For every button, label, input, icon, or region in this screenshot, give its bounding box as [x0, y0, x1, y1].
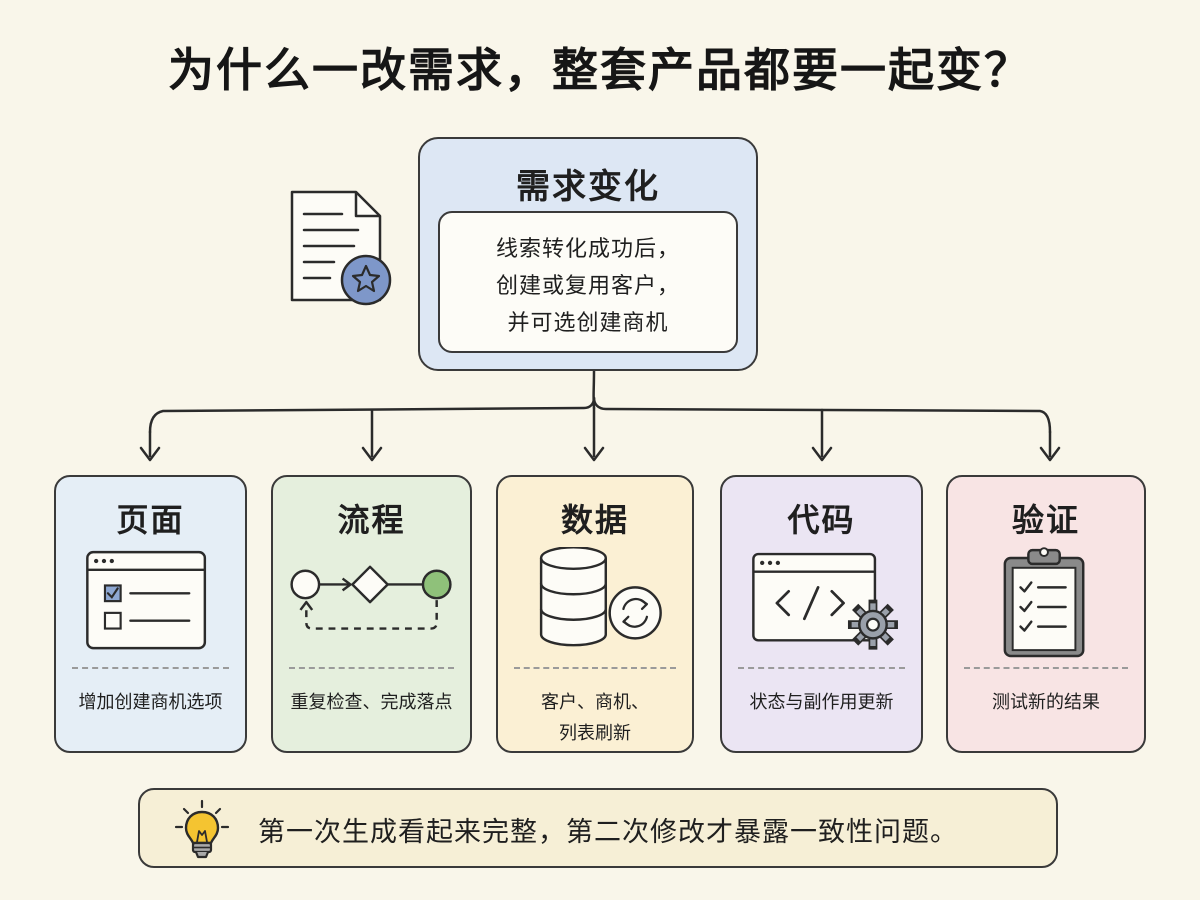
card-process: 流程 重复检查、完成落点 — [271, 475, 472, 753]
insight-text: 第一次生成看起来完整，第二次修改才暴露一致性问题。 — [258, 817, 958, 848]
form-checkbox-icon — [86, 550, 207, 650]
card-description: 增加创建商机选项 — [64, 687, 237, 718]
document-star-icon — [290, 190, 392, 306]
central-description: 线索转化成功后， 创建或复用客户， 并可选创建商机 — [438, 211, 738, 353]
central-line: 线索转化成功后， — [495, 237, 680, 262]
central-line: 并可选创建商机 — [507, 311, 669, 336]
card-description-line: 测试新的结果 — [992, 692, 1100, 713]
code-window-gear-icon — [752, 552, 898, 650]
clipboard-checklist-icon — [1003, 547, 1085, 658]
card-verify: 验证 测试新的结果 — [946, 475, 1146, 753]
card-divider — [72, 667, 229, 669]
insight-callout: 第一次生成看起来完整，第二次修改才暴露一致性问题。 — [138, 788, 1058, 868]
card-title: 页面 — [116, 501, 185, 539]
card-data: 数据 客户、商机、 列表刷新 — [496, 475, 694, 753]
flowchart-icon — [290, 565, 452, 630]
card-description: 客户、商机、 列表刷新 — [506, 687, 684, 749]
card-divider — [514, 667, 676, 669]
card-title: 数据 — [560, 501, 629, 539]
card-title: 流程 — [337, 501, 406, 539]
card-divider — [738, 667, 905, 669]
card-description-line: 列表刷新 — [559, 723, 631, 744]
card-title: 验证 — [1011, 501, 1080, 539]
card-description-line: 状态与副作用更新 — [749, 692, 894, 713]
card-title: 代码 — [787, 501, 856, 539]
card-divider — [289, 667, 454, 669]
card-description: 测试新的结果 — [956, 687, 1136, 718]
database-refresh-icon — [539, 547, 662, 647]
central-title: 需求变化 — [516, 167, 660, 207]
card-description: 状态与副作用更新 — [730, 687, 913, 718]
card-page: 页面 增加创建商机选项 — [54, 475, 247, 753]
card-description-line: 客户、商机、 — [541, 692, 649, 713]
lightbulb-icon — [174, 799, 230, 859]
card-code: 代码 状 — [720, 475, 923, 753]
central-requirement-box: 需求变化 线索转化成功后， 创建或复用客户， 并可选创建商机 — [418, 137, 758, 371]
card-divider — [964, 667, 1128, 669]
card-description-line: 重复检查、完成落点 — [290, 692, 453, 713]
page-title: 为什么一改需求，整套产品都要一起变？ — [168, 43, 1032, 97]
card-description-line: 增加创建商机选项 — [78, 692, 223, 713]
card-description: 重复检查、完成落点 — [281, 687, 462, 718]
central-line: 创建或复用客户， — [495, 274, 680, 299]
